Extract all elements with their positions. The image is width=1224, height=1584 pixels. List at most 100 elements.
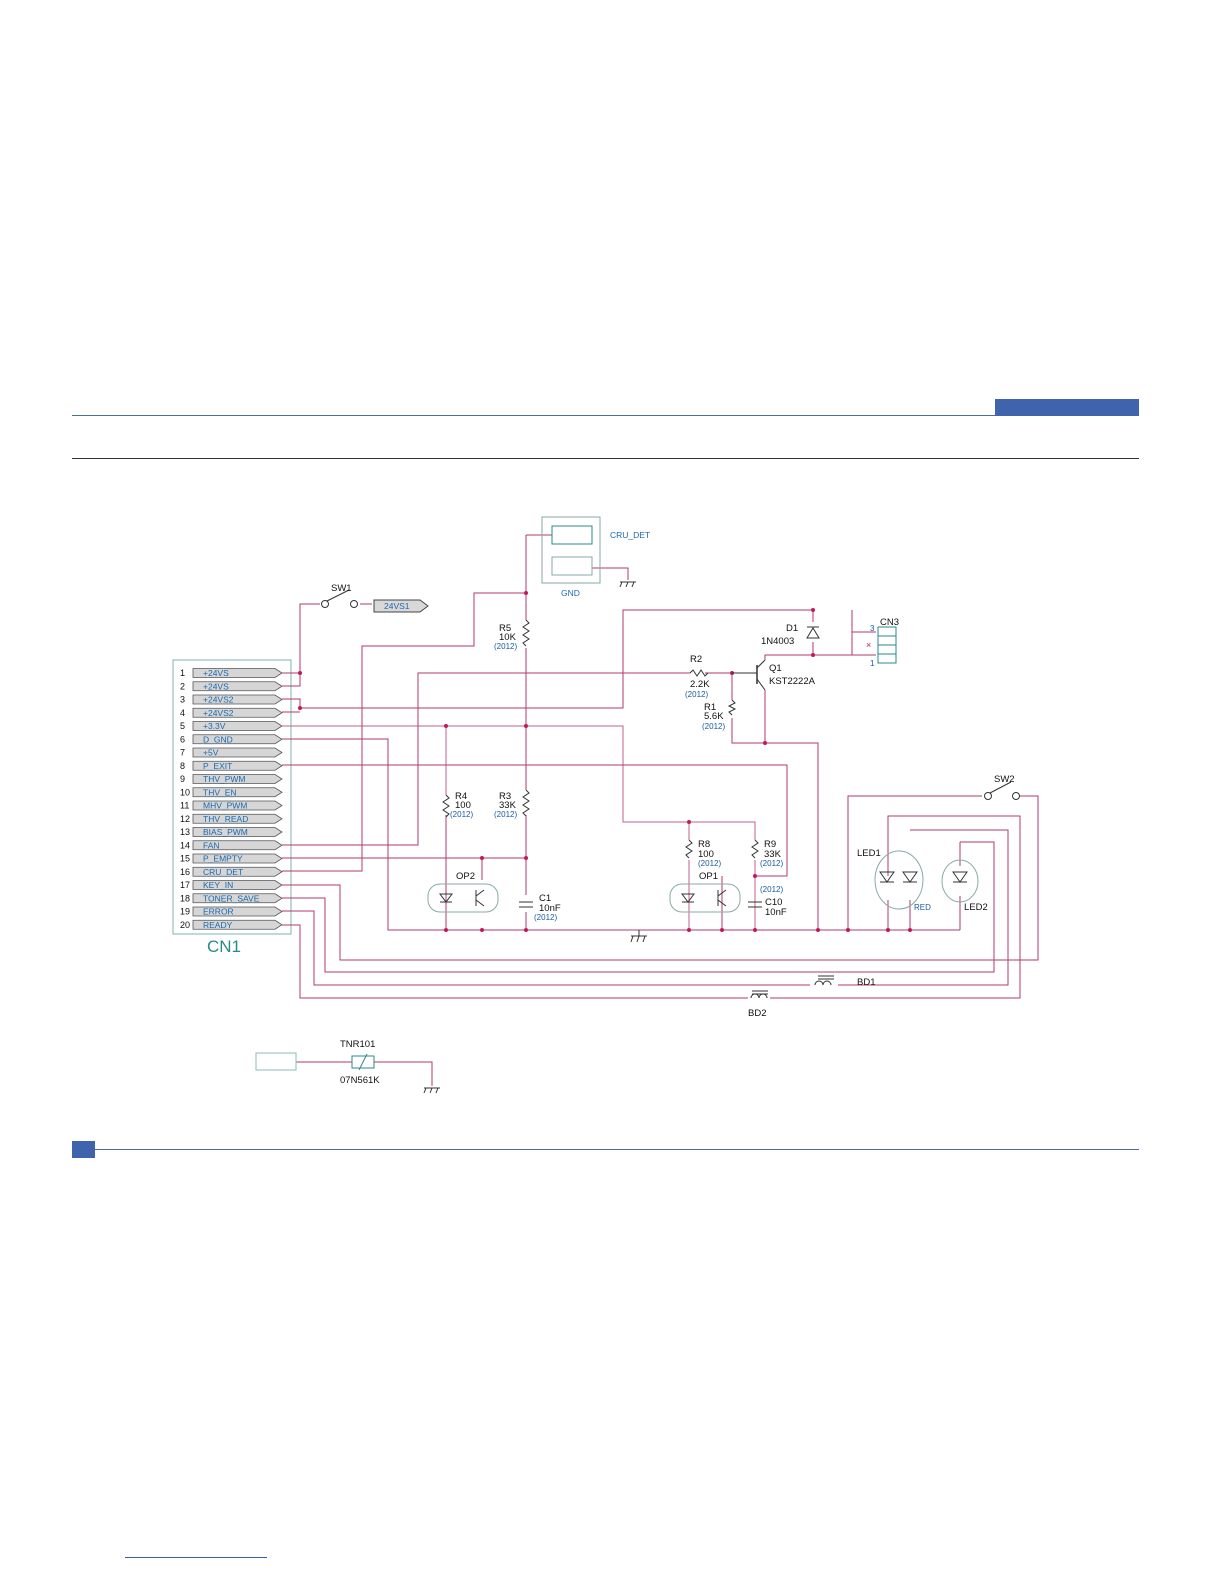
cn1-label: CN1 [207, 937, 241, 956]
c1-value: 10nF [539, 903, 561, 914]
r4-value: 100 [455, 800, 471, 811]
cn1-pin-tag [192, 880, 283, 890]
r1-resistor: R1 5.6K (2012) [702, 699, 737, 731]
cn1-pin-number: 7 [180, 748, 185, 758]
c10-capacitor: (2012) C10 10nF [748, 885, 787, 918]
c1-pkg: (2012) [534, 913, 557, 922]
r3-ref: R3 [499, 791, 511, 802]
no-connect-icon: × [866, 640, 871, 650]
r5-value: 10K [499, 632, 517, 643]
r2-value: 2.2K [690, 679, 710, 690]
sw1-label: SW1 [331, 583, 352, 594]
op1-label: OP1 [699, 871, 718, 882]
cn1-pin: 3+24VS2 [180, 694, 283, 705]
cn1-pin-tag [192, 800, 283, 811]
ground-icon [630, 930, 647, 943]
cn1-pin: 7+5V [180, 747, 283, 758]
cn1-pin-number: 17 [180, 880, 190, 890]
cn1-pin-signal: KEY_IN [203, 880, 233, 890]
r1-ref: R1 [704, 702, 716, 713]
header-rule [72, 415, 1139, 416]
bd1-label: BD1 [857, 977, 875, 988]
cn1-pin-tag [192, 774, 283, 784]
gnd-label: GND [561, 588, 580, 598]
cn1-pin-number: 11 [180, 801, 189, 811]
cn1-pin-tag [192, 787, 283, 798]
cn1-pin-signal: P_EMPTY [203, 854, 243, 864]
r4-pkg: (2012) [450, 810, 473, 819]
cn1-pin-tag [192, 866, 283, 877]
r8-value: 100 [698, 849, 714, 860]
cn1-pin-tag [192, 906, 283, 917]
cn1-pin-tag [192, 681, 283, 692]
op1-optocoupler: OP1 [669, 871, 741, 913]
footer-rule [72, 1149, 1139, 1150]
tnr-value: 07N561K [340, 1075, 380, 1086]
cn1-pin-tag [192, 827, 283, 837]
q1-value: KST2222A [769, 676, 816, 687]
cn1-pin-tag [192, 813, 283, 824]
cn1-outline [172, 659, 292, 935]
cn1-pin: 2+24VS [180, 681, 283, 692]
cn1-pin-tag [192, 747, 283, 758]
bd2-label: BD2 [748, 1008, 766, 1019]
r5-pkg: (2012) [494, 642, 517, 651]
cn3-connector: CN3 3 1 × [866, 617, 899, 668]
c1-capacitor: C1 10nF (2012) [519, 893, 561, 922]
cn1-pin-signal: BIAS_PWM [203, 827, 248, 837]
cru-det-label: CRU_DET [610, 530, 650, 540]
cn1-pin-number: 19 [180, 907, 190, 917]
c10-ref: C10 [765, 897, 782, 908]
cn1-pin-tag [192, 694, 283, 705]
cn1-pin: 5+3.3V [180, 721, 283, 731]
cn3-ref: CN3 [880, 617, 899, 628]
r8-resistor: R8 100 (2012) [685, 839, 721, 868]
header-tab [995, 399, 1139, 416]
cn1-pin-signal: READY [203, 920, 233, 930]
r9-value: 33K [764, 849, 782, 860]
r2-resistor: R2 2.2K (2012) [685, 654, 710, 699]
bd1-bead: BD1 [814, 975, 875, 988]
d1-ref: D1 [786, 623, 798, 634]
cn1-pin-signal: THV_PWM [203, 774, 246, 784]
cn1-pin: 13 BIAS_PWM [180, 827, 283, 837]
d1-diode: D1 1N4003 [761, 623, 820, 647]
vs1-tag: 24VS1 [373, 599, 429, 613]
cn1-pin-number: 18 [180, 893, 190, 903]
tnr101-varistor: TNR101 07N561K [255, 1039, 380, 1086]
cn1-pin-signal: THV_READ [203, 814, 248, 824]
r1-pkg: (2012) [702, 722, 725, 731]
cn1-pin-signal: P_EXIT [203, 761, 232, 771]
cn1-pin-tag [192, 853, 283, 864]
c10-pkg: (2012) [760, 885, 783, 894]
cn1-pin-signal: ERROR [203, 907, 234, 917]
r5-ref: R5 [499, 623, 511, 634]
cn3-pin-bottom: 1 [870, 659, 875, 668]
cn1-pin-signal: THV_EN [203, 787, 237, 797]
r5-resistor: R5 10K (2012) [494, 619, 530, 651]
cn1-pin-number: 2 [180, 681, 185, 691]
ground-icon [423, 1087, 440, 1094]
r2-pkg: (2012) [685, 690, 708, 699]
r3-pkg: (2012) [494, 810, 517, 819]
cn1-pin-tag [192, 734, 283, 745]
cn1-pin-number: 13 [180, 827, 190, 837]
cn1-pin: 19 ERROR [180, 906, 283, 917]
tnr-ref: TNR101 [340, 1039, 375, 1050]
cn1-pin-tag [192, 840, 283, 851]
r3-resistor: R3 33K (2012) [494, 789, 530, 819]
cn1-pin-number: 20 [180, 920, 190, 930]
cn1-pin-signal: D_GND [203, 734, 233, 744]
sw1-switch: SW1 [321, 583, 358, 608]
footer-link-underline [125, 1557, 267, 1558]
r9-resistor: R9 33K (2012) [751, 839, 783, 868]
cn1-pin-signal: +24VS2 [203, 695, 234, 705]
cn1-pin-signal: MHV_PWM [203, 801, 247, 811]
cn1-pin-number: 4 [180, 708, 185, 718]
d1-value: 1N4003 [761, 636, 794, 647]
